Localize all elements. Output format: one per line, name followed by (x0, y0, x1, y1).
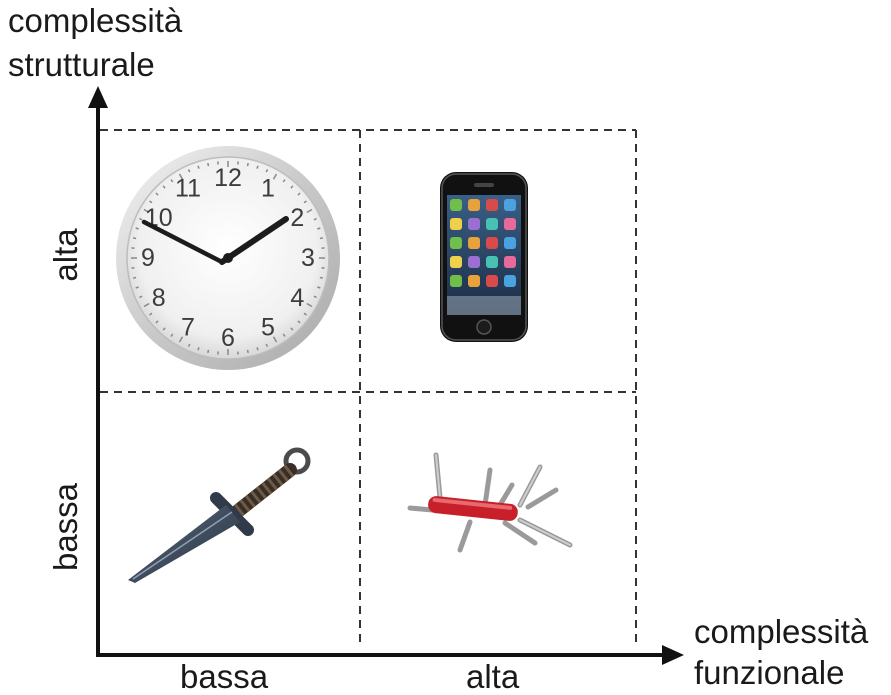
x-tick-bassa: bassa (180, 658, 269, 695)
knife-icon (128, 447, 311, 583)
quadrant-grid (100, 129, 637, 648)
clock-number: 4 (290, 284, 304, 312)
y-axis-title-line1: complessità (8, 2, 183, 39)
x-tick-alta: alta (466, 658, 520, 695)
clock-number: 5 (261, 313, 275, 341)
x-axis-title-line2: funzionale (694, 654, 845, 691)
clock-number: 1 (261, 175, 275, 203)
clock-number: 2 (290, 204, 304, 232)
clock-number: 12 (214, 164, 242, 192)
clock-number: 6 (221, 324, 235, 352)
smartphone-icon (440, 172, 528, 342)
x-axis-title-line1: complessità (694, 613, 869, 650)
clock-hour-hand (219, 216, 289, 265)
clock-number: 7 (181, 313, 195, 341)
clock-number: 8 (152, 284, 166, 312)
axes (96, 100, 668, 657)
x-axis-arrowhead (662, 645, 684, 665)
swiss-army-knife-icon (407, 452, 573, 553)
clock-minute-hand (141, 219, 223, 264)
y-axis-arrowhead (88, 86, 108, 108)
clock-number: 3 (301, 244, 315, 272)
y-axis-title-line2: strutturale (8, 46, 155, 83)
clock-number: 11 (175, 175, 201, 203)
clock-number: 9 (141, 244, 155, 272)
